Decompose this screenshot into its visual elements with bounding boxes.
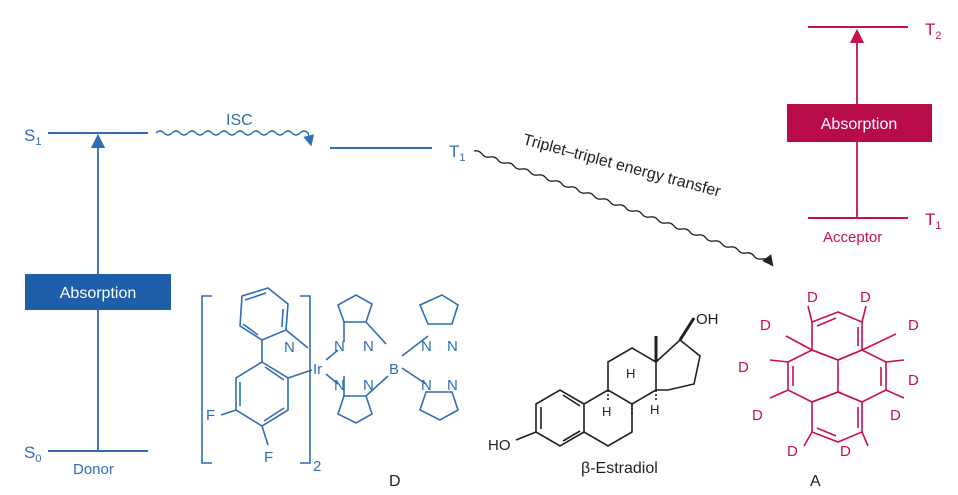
structure-pyrene-d10	[769, 305, 905, 447]
estradiol-ring-c	[607, 347, 657, 405]
deuterium-2: D	[860, 289, 871, 306]
deuterium-5: D	[738, 359, 749, 376]
atom-f-2: F	[264, 449, 273, 466]
fluorophenyl-ring	[235, 361, 289, 427]
atom-n-5: N	[421, 338, 432, 355]
estradiol-ring-b	[583, 389, 633, 447]
pyrene-ring-bottom	[811, 391, 863, 443]
pyrazole-ring-2	[337, 395, 373, 424]
pyrazole-ring-3	[418, 294, 459, 325]
atom-n-6: N	[447, 338, 458, 355]
pyrene-deuterium-labels: D D D D D D D D D D	[738, 289, 919, 460]
isc-wavy-arrow	[155, 130, 315, 147]
estradiol-ring-d	[655, 338, 701, 391]
acceptor-absorption-box	[787, 104, 932, 142]
atom-ir: Ir	[313, 361, 322, 378]
estradiol-labels: OH HO H H H	[488, 311, 719, 454]
pyrazole-ring-4	[419, 391, 459, 421]
deuterium-9: D	[787, 443, 798, 460]
deuterium-6: D	[908, 372, 919, 389]
estradiol-oh-top: OH	[696, 311, 719, 328]
donor-levels: S1 S0 T1 Donor Absorption ISC	[24, 112, 466, 478]
ttet-wavy-arrow	[473, 150, 774, 267]
atom-n-8: N	[447, 377, 458, 394]
pyridine-ring	[239, 287, 289, 341]
donor-name: Donor	[73, 461, 114, 478]
donor-s0-label: S0	[24, 443, 41, 465]
acceptor-t2-label: T2	[925, 20, 942, 42]
atom-n-4: N	[363, 377, 374, 394]
deuterium-8: D	[890, 407, 901, 424]
atom-b: B	[389, 361, 399, 378]
atom-n-pyridine: N	[284, 339, 295, 356]
structure-estradiol	[515, 317, 701, 447]
donor-t1-label: T1	[449, 142, 466, 164]
deuterium-10: D	[840, 443, 851, 460]
atom-n-3: N	[334, 377, 345, 394]
bracket-left	[201, 295, 212, 464]
isc-label: ISC	[226, 112, 253, 129]
estradiol-ring-a	[535, 389, 585, 447]
atom-n-2: N	[363, 338, 374, 355]
estradiol-h-2: H	[626, 366, 635, 381]
estradiol-h-1: H	[602, 404, 611, 419]
deuterium-4: D	[908, 317, 919, 334]
atom-n-1: N	[334, 338, 345, 355]
donor-s1-label: S1	[24, 126, 41, 148]
estradiol-h-3: H	[650, 402, 659, 417]
acceptor-name: Acceptor	[823, 229, 882, 246]
caption-d: D	[389, 473, 401, 490]
donor-absorption-box	[25, 274, 171, 310]
bracket-count: 2	[313, 458, 321, 475]
ttet-arrow-group: Triplet–triplet energy transfer	[473, 131, 774, 267]
structure-d-labels: N Ir N N N N B N N N N F F 2	[206, 338, 458, 475]
estradiol-oh-left: HO	[488, 437, 511, 454]
atom-n-7: N	[421, 377, 432, 394]
caption-estradiol: β-Estradiol	[581, 460, 658, 477]
deuterium-3: D	[760, 317, 771, 334]
acceptor-absorption-label: Absorption	[821, 116, 898, 133]
pyrazole-ring-1	[337, 294, 373, 323]
ttet-label: Triplet–triplet energy transfer	[521, 131, 723, 200]
deuterium-7: D	[752, 407, 763, 424]
acceptor-levels: T2 T1 Acceptor Absorption	[787, 20, 942, 246]
atom-f-1: F	[206, 407, 215, 424]
acceptor-t1-label: T1	[925, 210, 942, 232]
deuterium-1: D	[807, 289, 818, 306]
donor-absorption-label: Absorption	[60, 285, 137, 302]
caption-a: A	[810, 473, 821, 490]
structure-d-iridium-complex	[201, 287, 459, 464]
bracket-right	[300, 295, 311, 464]
